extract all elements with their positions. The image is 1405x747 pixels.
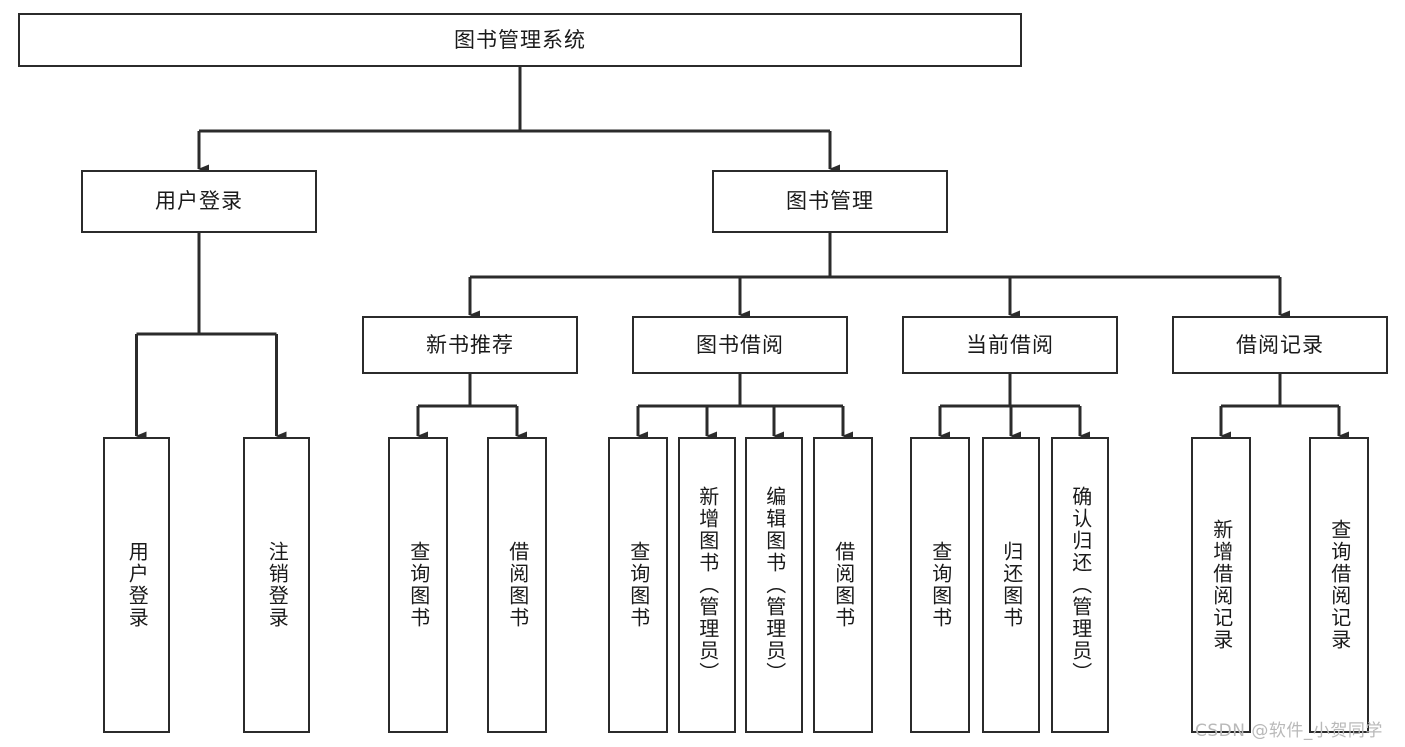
node-label: 新增借阅记录 (1209, 519, 1234, 651)
node-leaf-user-logout[interactable]: 注销登录 (243, 437, 310, 733)
node-label: 图书借阅 (696, 332, 784, 357)
node-leaf-user-login[interactable]: 用户登录 (103, 437, 170, 733)
node-label: 查询借阅记录 (1327, 519, 1352, 651)
node-leaf-cb-return[interactable]: 归还图书 (982, 437, 1040, 733)
node-leaf-bb-add[interactable]: 新增图书（管理员） (678, 437, 736, 733)
node-leaf-rec-query[interactable]: 查询图书 (388, 437, 448, 733)
node-label: 编辑图书（管理员） (762, 486, 787, 684)
node-leaf-bb-borrow[interactable]: 借阅图书 (813, 437, 873, 733)
node-label: 归还图书 (999, 541, 1024, 629)
node-user-login[interactable]: 用户登录 (81, 170, 317, 233)
node-new-book-rec[interactable]: 新书推荐 (362, 316, 578, 374)
node-leaf-br-add[interactable]: 新增借阅记录 (1191, 437, 1251, 733)
node-label: 借阅图书 (831, 541, 856, 629)
node-label: 图书管理 (786, 189, 874, 214)
node-label: 用户登录 (155, 189, 243, 214)
node-label: 注销登录 (265, 541, 290, 629)
node-leaf-br-query[interactable]: 查询借阅记录 (1309, 437, 1369, 733)
node-label: 新增图书（管理员） (695, 486, 720, 684)
node-label: 查询图书 (626, 541, 651, 629)
node-label: 查询图书 (928, 541, 953, 629)
node-label: 图书管理系统 (454, 27, 586, 52)
node-book-borrow[interactable]: 图书借阅 (632, 316, 848, 374)
node-label: 新书推荐 (426, 332, 514, 357)
node-label: 借阅记录 (1236, 332, 1324, 357)
node-label: 查询图书 (406, 541, 431, 629)
node-book-manage[interactable]: 图书管理 (712, 170, 948, 233)
node-leaf-rec-borrow[interactable]: 借阅图书 (487, 437, 547, 733)
node-leaf-bb-query[interactable]: 查询图书 (608, 437, 668, 733)
node-leaf-bb-edit[interactable]: 编辑图书（管理员） (745, 437, 803, 733)
node-label: 借阅图书 (505, 541, 530, 629)
node-leaf-cb-query[interactable]: 查询图书 (910, 437, 970, 733)
node-label: 用户登录 (125, 541, 150, 629)
node-current-borrow[interactable]: 当前借阅 (902, 316, 1118, 374)
node-label: 当前借阅 (966, 332, 1054, 357)
node-label: 确认归还（管理员） (1068, 486, 1093, 684)
node-borrow-record[interactable]: 借阅记录 (1172, 316, 1388, 374)
node-root[interactable]: 图书管理系统 (18, 13, 1022, 67)
node-leaf-cb-confirm[interactable]: 确认归还（管理员） (1051, 437, 1109, 733)
